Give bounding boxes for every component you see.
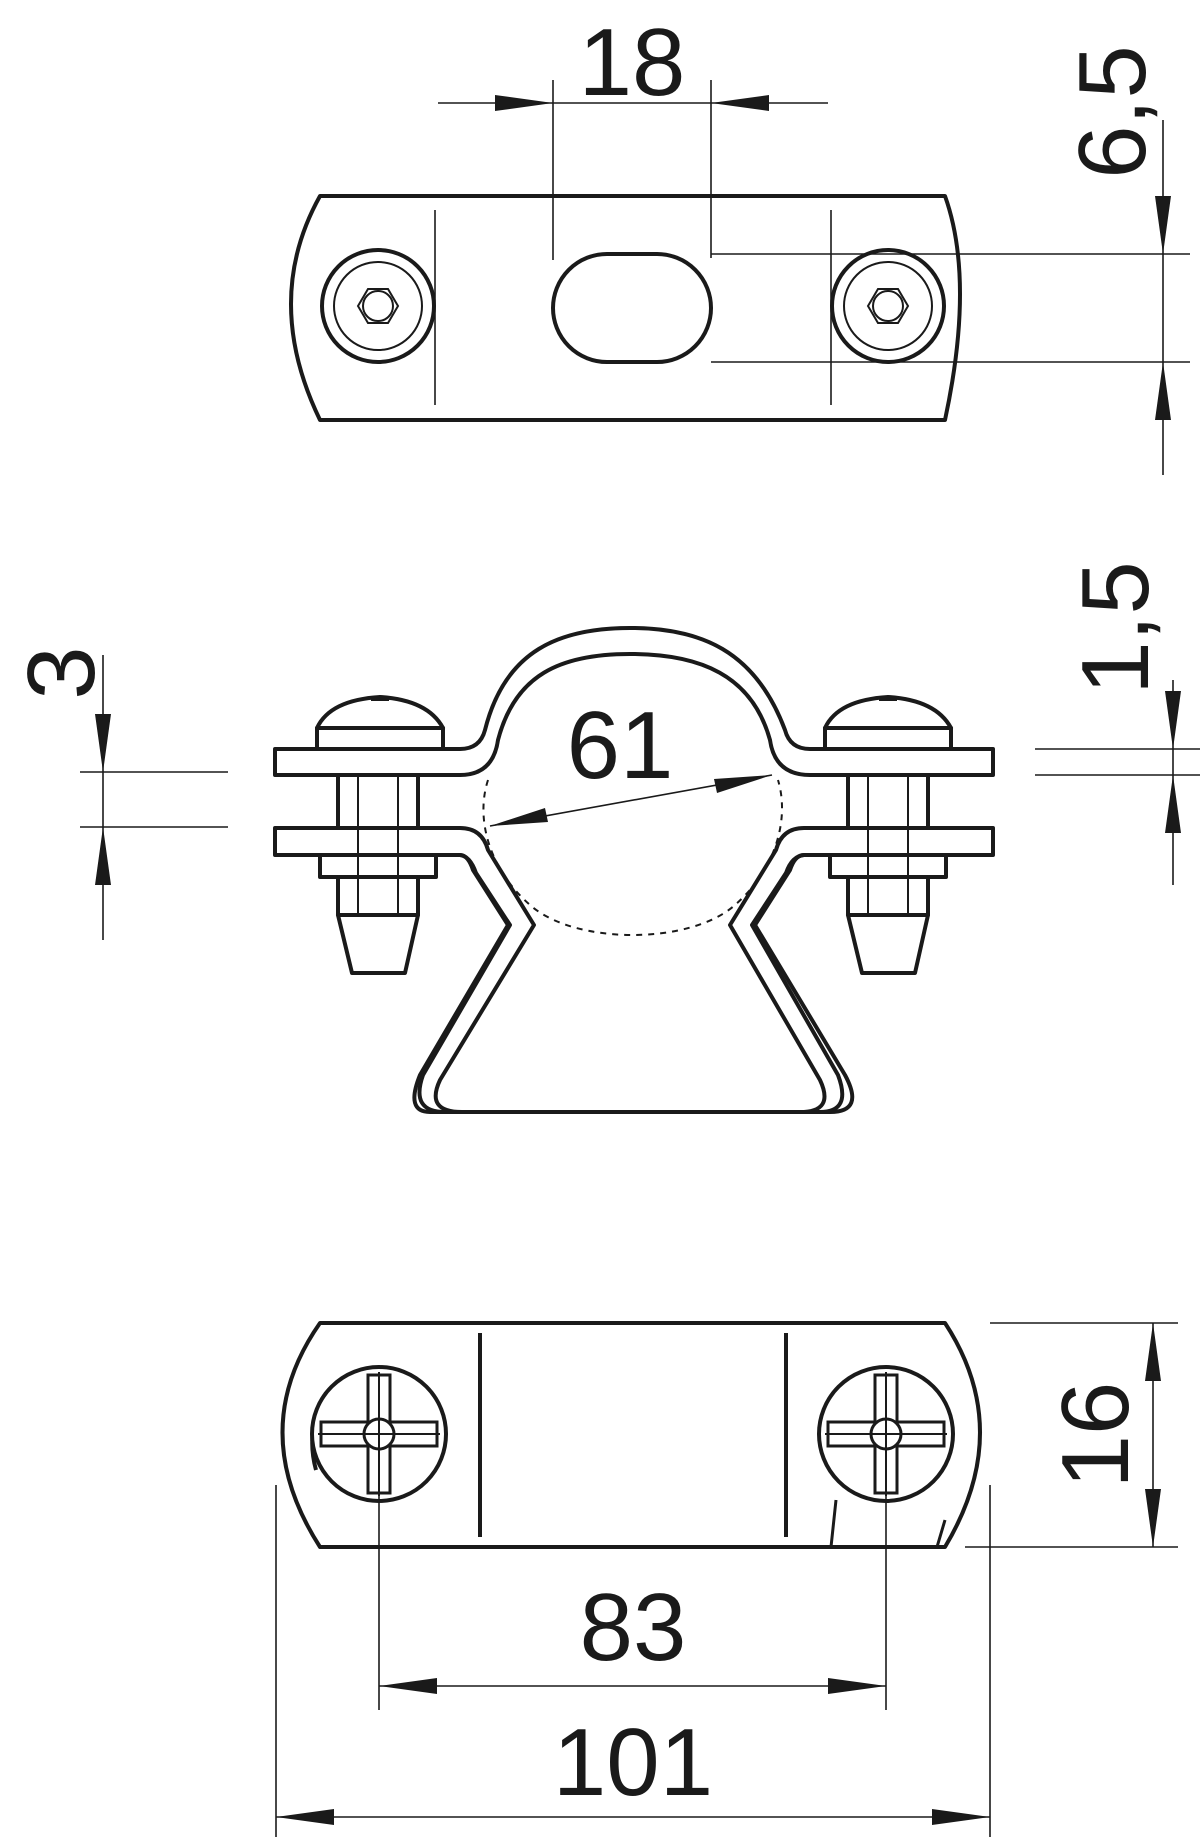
center-slot xyxy=(551,252,713,364)
left-screw-head-icon xyxy=(310,1365,448,1503)
dim-plate-thickness-label: 3 xyxy=(8,646,115,699)
dimension-16: 16 xyxy=(965,1322,1178,1548)
dim-pipe-diameter-label: 61 xyxy=(567,692,674,799)
dimension-61: 61 xyxy=(489,692,773,827)
top-view-plate xyxy=(289,194,962,422)
left-screw-icon xyxy=(315,695,445,975)
dim-slot-width-label: 6,5 xyxy=(1059,45,1166,178)
dim-height-label: 16 xyxy=(1042,1382,1149,1489)
pipe-outline xyxy=(482,779,784,936)
upper-band xyxy=(273,626,995,777)
bottom-view: 16 83 101 xyxy=(275,1321,1178,1837)
right-nut-icon xyxy=(830,248,946,364)
top-view: 18 6,5 xyxy=(289,9,1190,475)
left-nut-icon xyxy=(320,248,436,364)
dimension-101: 101 xyxy=(275,1485,991,1837)
dim-overall-length-label: 101 xyxy=(553,1709,713,1816)
dimension-3: 3 xyxy=(8,646,228,940)
bottom-view-plate xyxy=(280,1321,982,1549)
dimension-1-5: 1,5 xyxy=(1035,561,1200,885)
dimension-18: 18 xyxy=(438,9,828,260)
right-screw-head-icon xyxy=(817,1365,955,1503)
dimension-83: 83 xyxy=(378,1496,887,1710)
dimension-6-5: 6,5 xyxy=(711,45,1190,475)
side-view: 61 3 1,5 xyxy=(8,561,1200,1114)
dim-screw-distance-label: 83 xyxy=(580,1574,687,1681)
right-screw-icon xyxy=(823,695,953,975)
dim-strip-thickness-label: 1,5 xyxy=(1062,561,1169,694)
dim-hole-spacing-label: 18 xyxy=(579,9,686,116)
